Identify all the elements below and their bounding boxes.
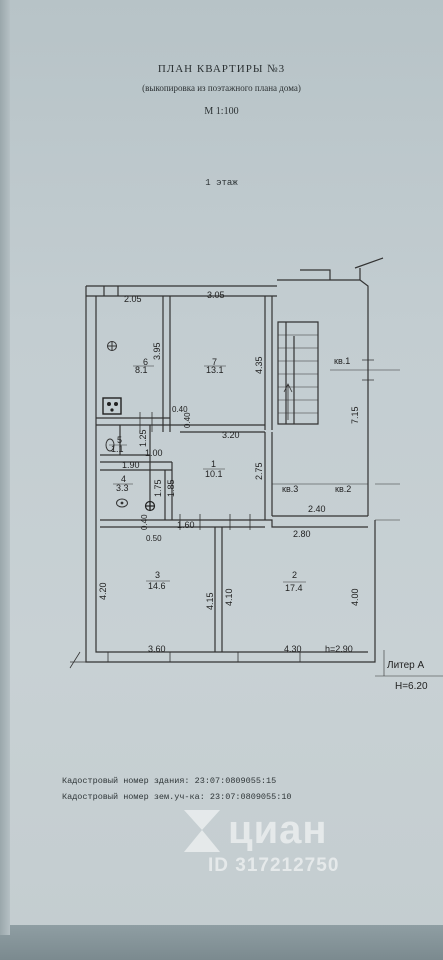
floor-label: 1 этаж <box>205 178 238 188</box>
dimension-label: 4.10 <box>224 588 234 606</box>
neighbor-apartment-label: кв.3 <box>282 484 298 494</box>
dimension-label: 3.20 <box>222 430 240 440</box>
dimension-labels: 2.05 3.05 3.95 4.35 7.15 0.40 0.40 3.20 … <box>98 290 360 654</box>
dimension-label: 0.40 <box>172 405 188 414</box>
dimension-label: 0.50 <box>146 534 162 543</box>
dimension-label: 7.15 <box>350 406 360 424</box>
dimension-label: 2.05 <box>124 294 142 304</box>
room-height-label: h=2.90 <box>325 644 353 654</box>
dimension-label: 4.20 <box>98 582 108 600</box>
dimension-label: 2.80 <box>293 529 311 539</box>
sink-icon <box>107 341 117 351</box>
dimension-label: 0.40 <box>140 514 149 530</box>
dimension-label: 1.00 <box>145 448 163 458</box>
dimension-label: 0.40 <box>183 412 192 428</box>
cadastral-land-number: Кадостровый номер зем.уч-ка: 23:07:08090… <box>62 792 292 802</box>
dimension-label: 3.95 <box>152 342 162 360</box>
dimension-label: 2.40 <box>308 504 326 514</box>
room-area: 14.6 <box>148 581 166 591</box>
dimension-label: 4.30 <box>284 644 302 654</box>
document-sheet <box>0 0 443 935</box>
room-area: 13.1 <box>206 365 224 375</box>
room-area: 17.4 <box>285 583 303 593</box>
dimension-label: 1.60 <box>177 520 195 530</box>
room-number: 5 <box>117 435 122 445</box>
room-number: 3 <box>155 570 160 580</box>
room-number: 6 <box>143 357 148 367</box>
dimension-label: 4.35 <box>254 356 264 374</box>
stove-icon <box>102 397 122 415</box>
floor-plan: 6 8.1 7 13.1 5 1.1 1 10.1 4 3.3 3 14.6 2… <box>69 257 443 692</box>
background-fabric <box>0 925 443 960</box>
dimension-label: 4.00 <box>350 588 360 606</box>
room-area: 3.3 <box>116 483 129 493</box>
watermark-brand: циан <box>228 808 328 852</box>
walls <box>69 257 443 677</box>
room-number: 1 <box>211 459 216 469</box>
document-subtitle: (выкопировка из поэтажного плана дома) <box>142 83 301 93</box>
neighbor-apartment-label: кв.1 <box>334 356 350 366</box>
room-number: 4 <box>121 474 126 484</box>
cian-logo-icon <box>184 810 220 852</box>
dimension-label: 1.85 <box>166 479 176 497</box>
room-number: 2 <box>292 570 297 580</box>
dimension-label: 4.15 <box>205 592 215 610</box>
neighbor-apartment-label: кв.2 <box>335 484 351 494</box>
building-height-label: Н=6.20 <box>395 681 428 692</box>
room-number: 7 <box>212 357 217 367</box>
dimension-label: 3.05 <box>207 290 225 300</box>
neighbor-labels: кв.1 кв.2 кв.3 h=2.90 Литер А Н=6.20 <box>282 356 428 692</box>
litera-label: Литер А <box>387 660 425 671</box>
room-labels: 6 8.1 7 13.1 5 1.1 1 10.1 4 3.3 3 14.6 2… <box>109 357 306 593</box>
dimension-label: 1.75 <box>153 479 163 497</box>
dimension-label: 2.75 <box>254 462 264 480</box>
cadastral-building-number: Кадостровый номер здания: 23:07:0809055:… <box>62 776 277 786</box>
washbasin-icon <box>144 500 156 512</box>
plan-scale: М 1:100 <box>204 106 239 117</box>
room-area: 1.1 <box>111 444 124 454</box>
watermark-id: ID 317212750 <box>208 855 340 876</box>
dimension-label: 1.25 <box>138 429 148 447</box>
binder-edge <box>0 0 10 935</box>
dimension-label: 3.60 <box>148 644 166 654</box>
room-area: 8.1 <box>135 365 148 375</box>
room-area: 10.1 <box>205 469 223 479</box>
dimension-label: 1.90 <box>122 460 140 470</box>
bath-sink-icon <box>116 498 128 508</box>
document-title: ПЛАН КВАРТИРЫ №3 <box>157 63 286 75</box>
